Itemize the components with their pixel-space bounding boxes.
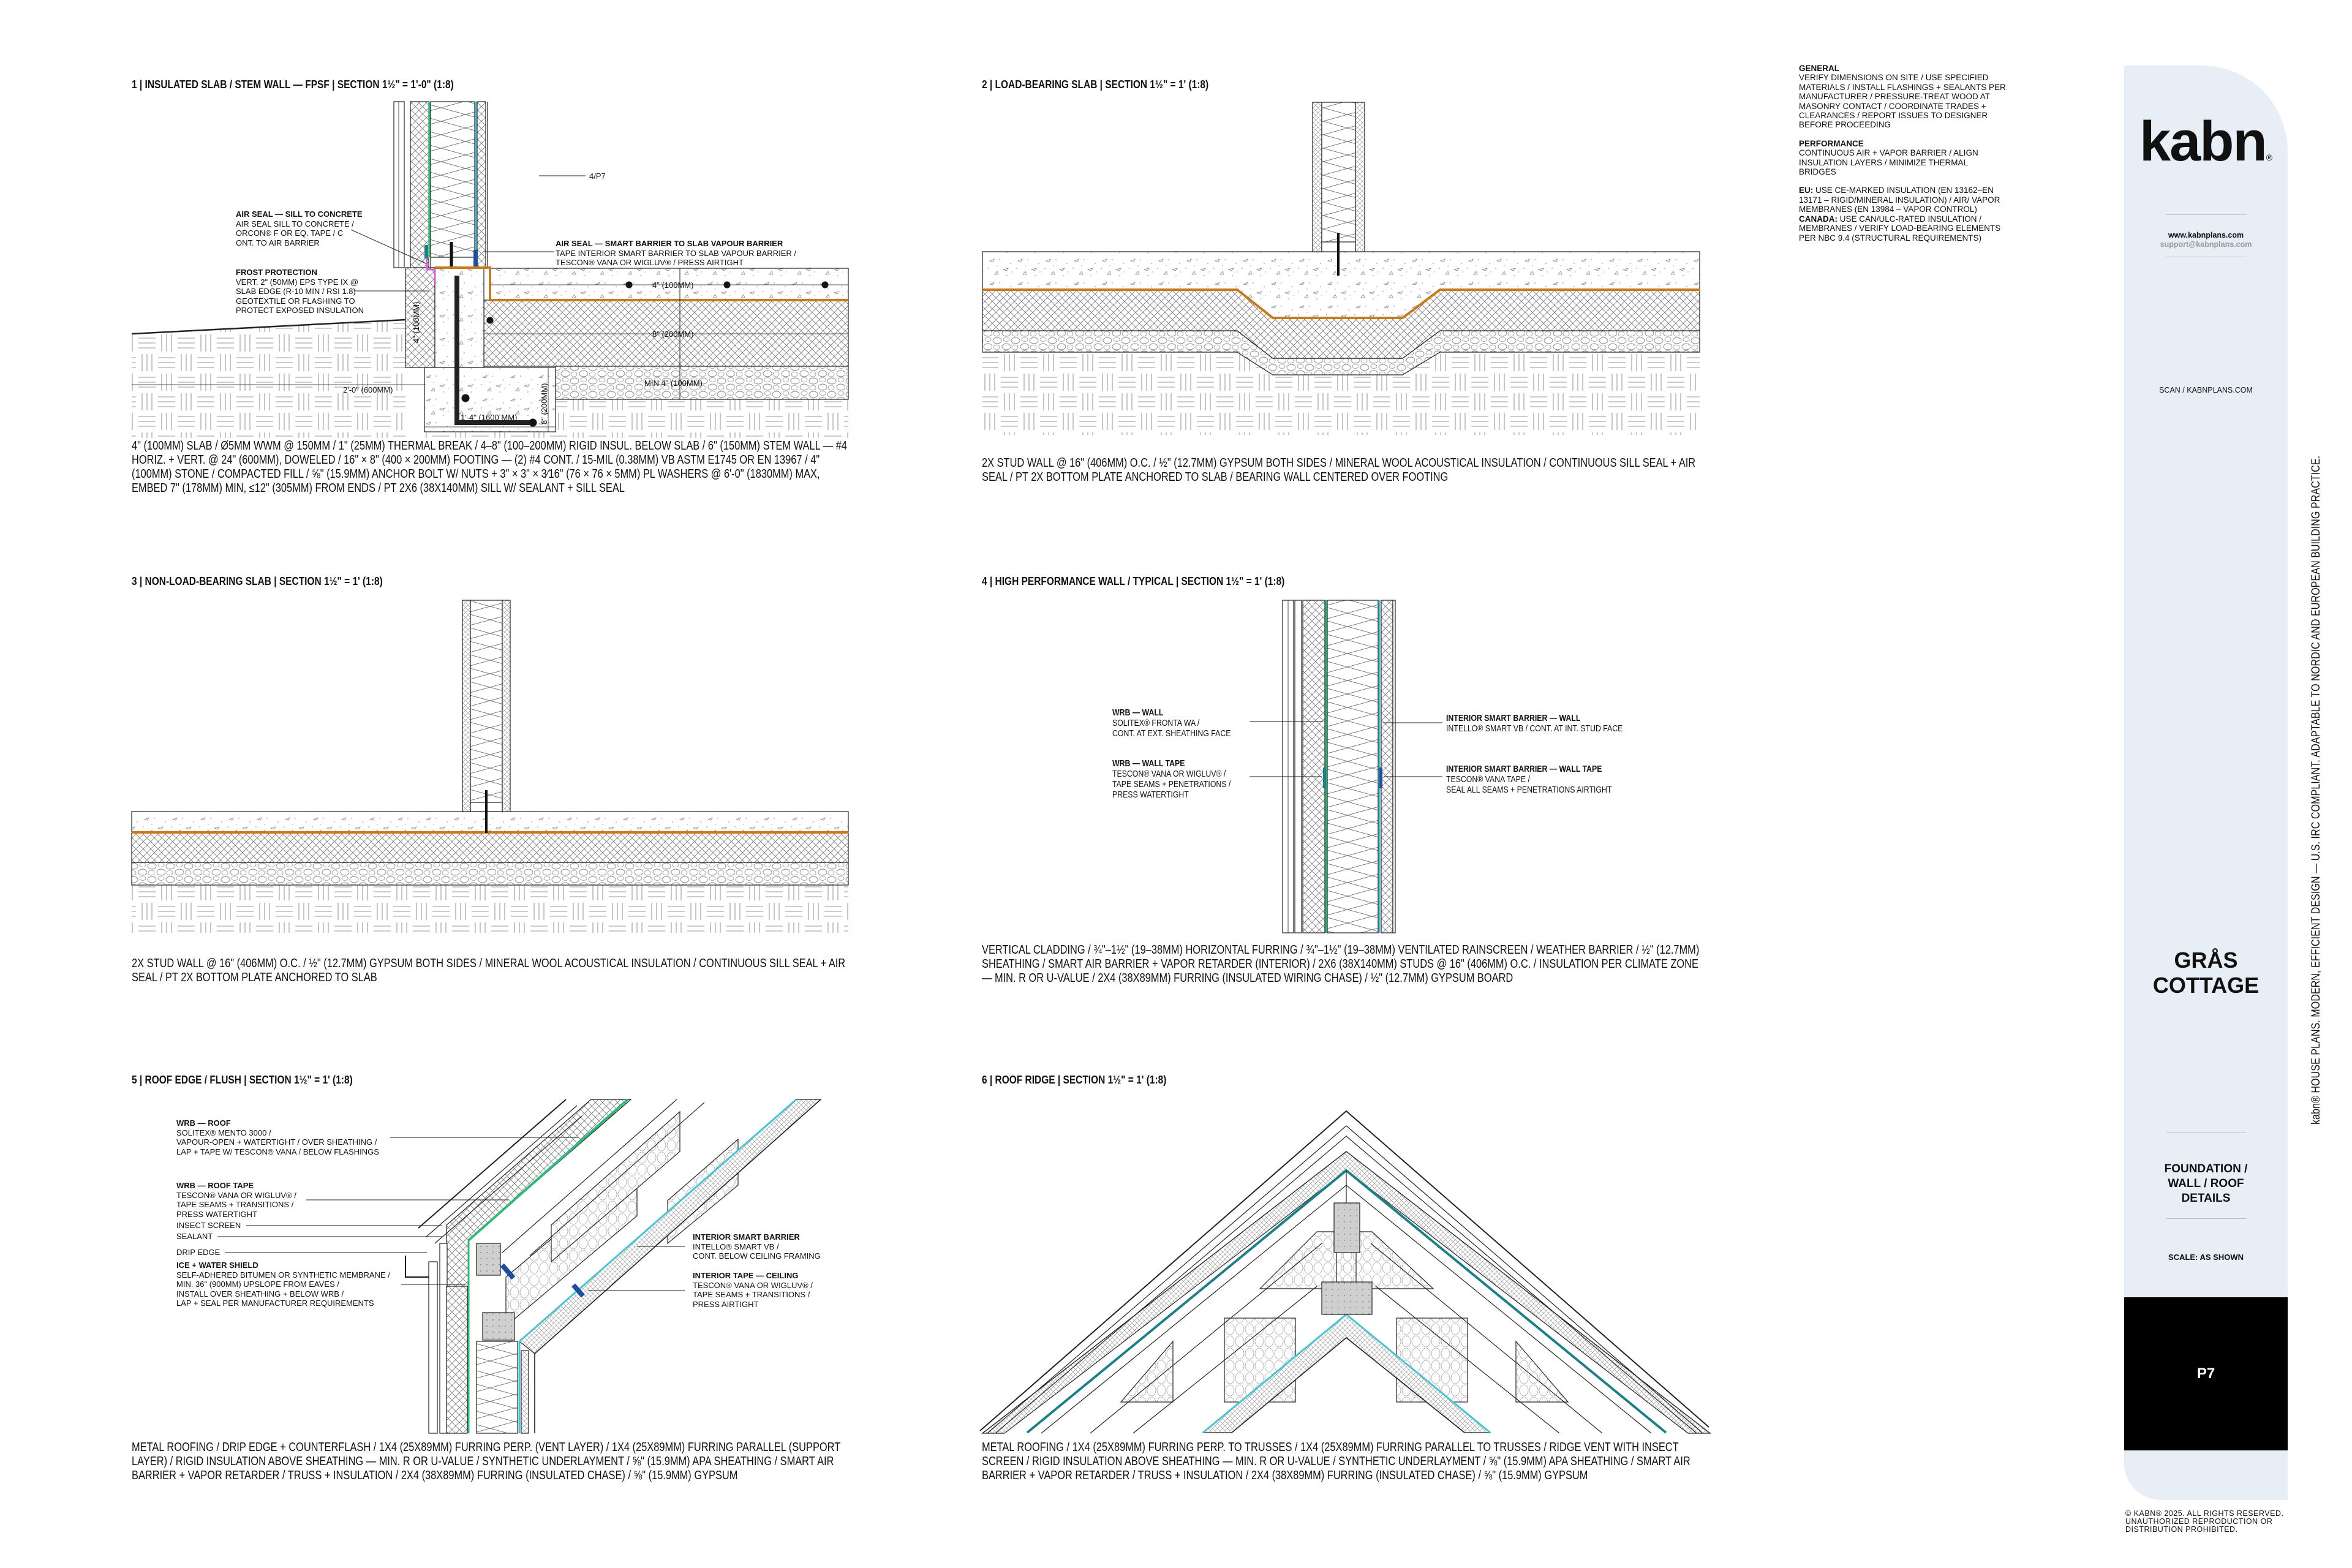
- divider: [2166, 1218, 2247, 1219]
- email-link[interactable]: support@kabnplans.com: [2160, 240, 2252, 249]
- scale-note: SCALE: AS SHOWN: [2168, 1253, 2244, 1262]
- sheet-title: FOUNDATION / WALL / ROOF DETAILS: [2164, 1163, 2248, 1205]
- registered-mark: ®: [2266, 153, 2273, 162]
- notes-canada-heading: CANADA:: [1799, 214, 1838, 224]
- detail-5-drawing: [217, 1098, 822, 1434]
- detail-6-caption: METAL ROOFING / 1X4 (25X89MM) FURRING PE…: [982, 1441, 1691, 1482]
- dimension-label: 8" (200MM): [652, 330, 693, 339]
- detail-reference[interactable]: 4/P7: [589, 172, 606, 181]
- sheet-number-box: P7: [2124, 1297, 2288, 1450]
- project-name-line-1: GRÅS: [2174, 948, 2238, 973]
- detail-1-caption: 4" (100MM) SLAB / Ø5MM WWM @ 150MM / 1" …: [132, 439, 847, 495]
- dimension-label: MIN 4" (100MM): [644, 379, 703, 388]
- callout-heading: ICE + WATER SHIELD: [176, 1261, 258, 1270]
- callout-body: TESCON® VANA TAPE / SEAL ALL SEAMS + PEN…: [1446, 774, 1612, 795]
- callout-heading: INTERIOR SMART BARRIER: [693, 1232, 800, 1242]
- detail-3-drawing: [131, 600, 849, 933]
- callout-heading: WRB — ROOF TAPE: [176, 1181, 254, 1190]
- detail-2-caption: 2X STUD WALL @ 16" (406MM) O.C. / ½" (12…: [982, 456, 1696, 484]
- callout-body: INTELLO® SMART VB / CONT. BELOW CEILING …: [693, 1242, 821, 1261]
- detail-5-title: 5 | ROOF EDGE / FLUSH | SECTION 1½" = 1'…: [132, 1074, 353, 1086]
- callout-body: SELF-ADHERED BITUMEN OR SYNTHETIC MEMBRA…: [176, 1270, 390, 1308]
- detail-4-drawing: [1250, 600, 1442, 933]
- detail-4-caption: VERTICAL CLADDING / ¾"–1½" (19–38MM) HOR…: [982, 943, 1700, 985]
- callout-heading: WRB — WALL TAPE: [1112, 758, 1185, 769]
- callout-sealant: SEALANT: [176, 1232, 213, 1242]
- callout-heading: WRB — WALL: [1112, 707, 1164, 718]
- callout-body: VERT. 2" (50MM) EPS TYPE IX @ SLAB EDGE …: [236, 277, 364, 315]
- project-name-line-2: COTTAGE: [2152, 973, 2260, 998]
- notes-general-heading: GENERAL: [1799, 64, 1840, 73]
- dimension-label: 2'-0" (600MM): [343, 385, 393, 394]
- notes-performance-heading: PERFORMANCE: [1799, 138, 1864, 148]
- detail-6-drawing: [979, 1110, 1711, 1434]
- callout-body: DRIP EDGE: [176, 1248, 221, 1257]
- callout-air-seal-smart-barrier: AIR SEAL — SMART BARRIER TO SLAB VAPOUR …: [556, 239, 796, 268]
- detail-1-title: 1 | INSULATED SLAB / STEM WALL — FPSF | …: [132, 78, 454, 91]
- notes-eu-body: USE CE-MARKED INSULATION (EN 13162–EN 13…: [1799, 186, 2000, 214]
- title-block: kabn® www.kabnplans.com support@kabnplan…: [2124, 66, 2288, 1500]
- callout-body: TESCON® VANA OR WIGLUV® / TAPE SEAMS + T…: [693, 1280, 813, 1309]
- callout-heading: FROST PROTECTION: [236, 268, 317, 277]
- dimension-label: 4" (100MM): [412, 302, 421, 343]
- callout-heading: INTERIOR SMART BARRIER — WALL: [1446, 713, 1581, 723]
- callout-heading: INTERIOR TAPE — CEILING: [693, 1271, 799, 1280]
- callout-heading: AIR SEAL — SILL TO CONCRETE: [236, 209, 363, 219]
- callout-body: SOLITEX® FRONTA WA / CONT. AT EXT. SHEAT…: [1112, 718, 1231, 739]
- dimension-label: 1'-4" (1600 MM): [461, 413, 517, 422]
- callout-heading: WRB — ROOF: [176, 1118, 231, 1128]
- notes-canada-body: USE CAN/ULC-RATED INSULATION / MEMBRANES…: [1799, 214, 2001, 243]
- copyright-notice: © KABN® 2025. ALL RIGHTS RESERVED. UNAUT…: [2125, 1509, 2284, 1534]
- dimension-label: 8" (200MM): [540, 383, 549, 424]
- detail-5-caption: METAL ROOFING / DRIP EDGE + COUNTERFLASH…: [132, 1441, 840, 1482]
- logo-text: kabn: [2139, 110, 2267, 173]
- detail-3-caption: 2X STUD WALL @ 16" (406MM) O.C. / ½" (12…: [132, 957, 846, 984]
- callout-body: SEALANT: [176, 1232, 213, 1241]
- callout-body: INTELLO® SMART VB / CONT. AT INT. STUD F…: [1446, 723, 1623, 734]
- callout-drip-edge: DRIP EDGE: [176, 1248, 220, 1257]
- sheet-number: P7: [2196, 1365, 2215, 1382]
- detail-4-title: 4 | HIGH PERFORMANCE WALL / TYPICAL | SE…: [982, 575, 1285, 587]
- callout-heading: INTERIOR SMART BARRIER — WALL TAPE: [1446, 764, 1602, 774]
- callout-body: AIR SEAL SILL TO CONCRETE / ORCON® F OR …: [236, 219, 354, 247]
- website-link[interactable]: www.kabnplans.com: [2168, 231, 2244, 239]
- divider: [2166, 214, 2247, 215]
- callout-body: SOLITEX® MENTO 3000 / VAPOUR-OPEN + WATE…: [176, 1128, 379, 1156]
- kabn-logo: kabn®: [2124, 110, 2288, 174]
- detail-2-drawing: [982, 102, 1700, 435]
- side-tagline: kabn® HOUSE PLANS. MODERN, EFFICIENT DES…: [2310, 455, 2323, 1125]
- callout-body: TESCON® VANA OR WIGLUV® / TAPE SEAMS + T…: [176, 1190, 296, 1219]
- callout-body: TESCON® VANA OR WIGLUV® / TAPE SEAMS + P…: [1112, 769, 1231, 800]
- detail-3-title: 3 | NON-LOAD-BEARING SLAB | SECTION 1½" …: [132, 575, 383, 587]
- callout-heading: AIR SEAL — SMART BARRIER TO SLAB VAPOUR …: [556, 239, 783, 248]
- detail-1-drawing: 4" (100MM) 2'-0" (600MM) 1'-4" (1600 MM)…: [131, 101, 849, 438]
- detail-6-title: 6 | ROOF RIDGE | SECTION 1½" = 1' (1:8): [982, 1074, 1167, 1086]
- callout-body: TAPE INTERIOR SMART BARRIER TO SLAB VAPO…: [556, 248, 796, 268]
- callout-body: INSECT SCREEN: [176, 1221, 241, 1230]
- qr-caption: SCAN / KABNPLANS.COM: [2159, 386, 2253, 394]
- notes-performance-body: CONTINUOUS AIR + VAPOR BARRIER / ALIGN I…: [1799, 148, 1978, 177]
- notes-general-body: VERIFY DIMENSIONS ON SITE / USE SPECIFIE…: [1799, 73, 2006, 130]
- detail-2-title: 2 | LOAD-BEARING SLAB | SECTION 1½" = 1'…: [982, 78, 1209, 91]
- dimension-label: 4" (100MM): [652, 281, 693, 290]
- notes-eu-heading: EU:: [1799, 186, 1814, 195]
- callout-insect-screen: INSECT SCREEN: [176, 1221, 241, 1231]
